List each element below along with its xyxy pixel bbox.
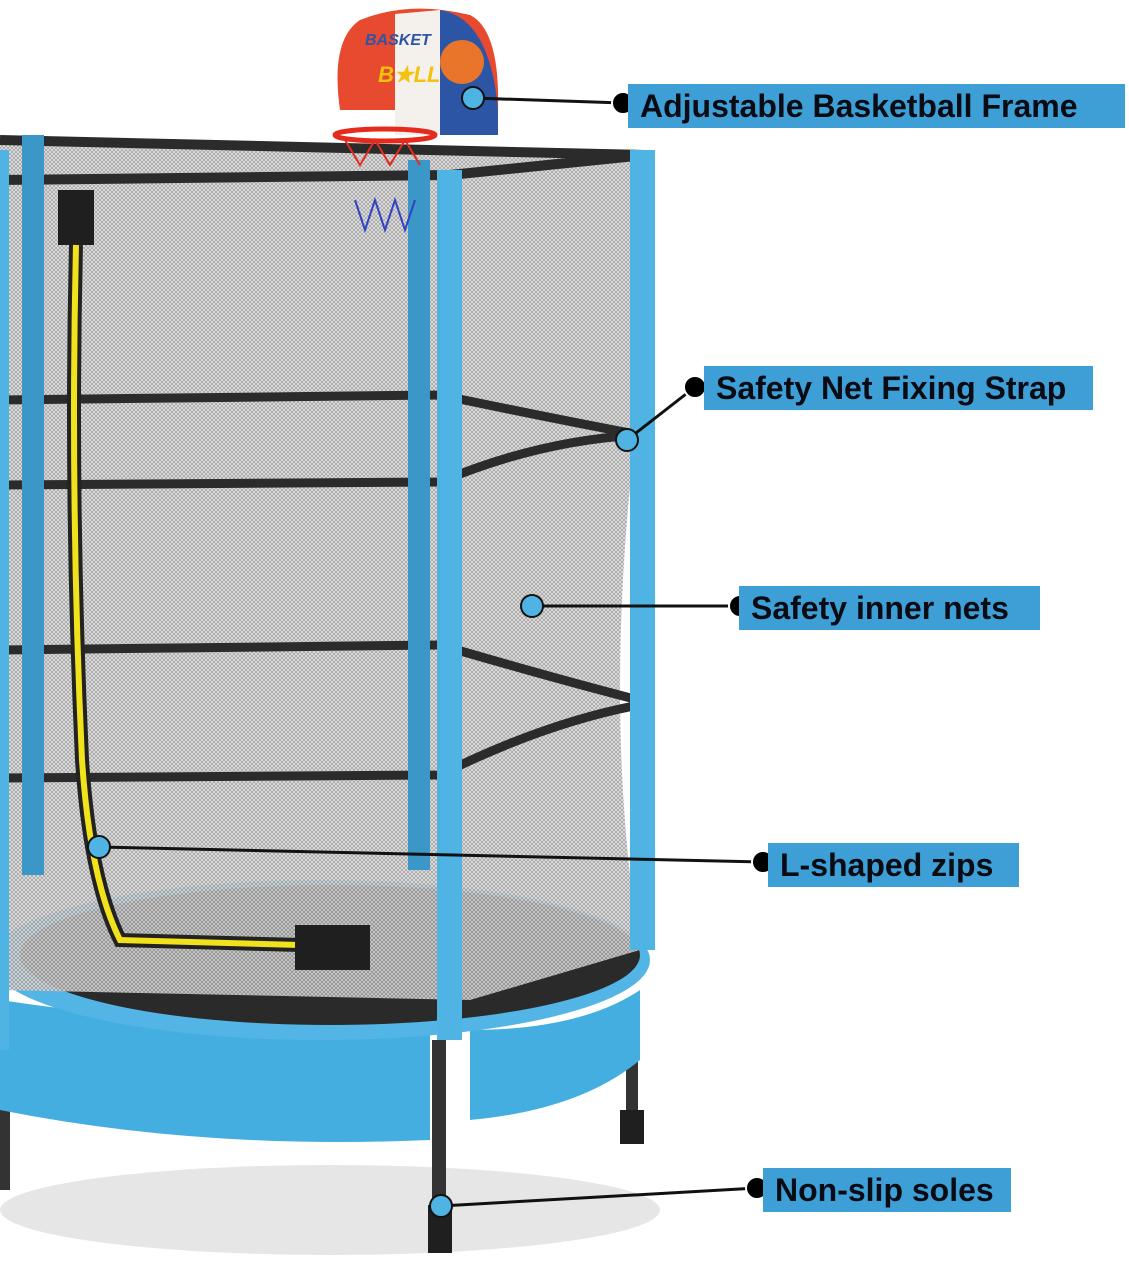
zip-top (58, 190, 94, 245)
target-markers (87, 86, 639, 1218)
safety-net (0, 140, 645, 1000)
callout-inner-nets: Safety inner nets (739, 586, 1040, 630)
l-shaped-zip (71, 244, 301, 948)
non-slip-sole (620, 1110, 644, 1144)
callout-net-fixing-strap: Safety Net Fixing Strap (704, 366, 1093, 410)
callout-basketball-frame: Adjustable Basketball Frame (628, 84, 1125, 128)
svg-text:B★LL: B★LL (378, 62, 441, 87)
svg-text:BASKET: BASKET (365, 32, 432, 49)
callout-non-slip-soles: Non-slip soles (763, 1168, 1011, 1212)
poles (0, 135, 655, 1050)
callout-l-shaped-zips: L-shaped zips (768, 843, 1019, 887)
basketball-hoop: BASKET B★LL (332, 8, 499, 234)
floor-shadow (0, 1165, 660, 1255)
basketball-icon (440, 40, 484, 84)
leader-lines (98, 96, 764, 1208)
